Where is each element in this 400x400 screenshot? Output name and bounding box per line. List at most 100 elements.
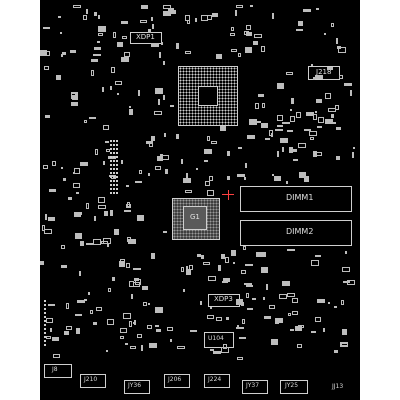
smd-pad: [269, 130, 273, 136]
smd-pad: [212, 13, 218, 17]
smd-pad: [61, 245, 65, 249]
smd-pad: [275, 129, 283, 131]
smd-pad: [341, 300, 344, 305]
smd-pad: [86, 203, 89, 209]
header-pin: [113, 180, 115, 182]
smd-pad: [163, 61, 165, 65]
smd-pad: [163, 5, 171, 9]
smd-pad: [160, 307, 163, 313]
smd-pad: [134, 320, 136, 325]
smd-pad: [311, 260, 319, 266]
smd-pad: [40, 261, 44, 265]
j224-connector[interactable]: [204, 374, 230, 388]
smd-pad: [324, 33, 326, 35]
smd-pad: [337, 46, 341, 49]
smd-pad: [282, 122, 290, 124]
j218-connector[interactable]: [308, 66, 340, 80]
smd-pad: [253, 41, 258, 45]
header-pin: [113, 140, 115, 142]
smd-pad: [353, 147, 355, 149]
smd-pad: [286, 72, 293, 75]
smd-pad: [102, 87, 104, 92]
header-pin: [116, 192, 118, 194]
smd-pad: [263, 297, 265, 300]
jy36-connector[interactable]: [124, 380, 150, 394]
smd-pad: [48, 304, 55, 306]
smd-pad: [73, 5, 81, 8]
j206-connector[interactable]: [164, 374, 190, 388]
smd-pad: [110, 86, 112, 90]
smd-pad: [250, 5, 253, 7]
smd-pad: [291, 98, 294, 104]
g1-chip[interactable]: [172, 198, 220, 240]
smd-pad: [238, 147, 242, 149]
smd-pad: [247, 308, 253, 310]
header-pin: [113, 152, 115, 154]
j8-connector[interactable]: [44, 364, 72, 378]
smd-pad: [290, 109, 292, 111]
dimm1-label: DIMM1: [286, 193, 314, 202]
smd-pad: [43, 27, 50, 29]
header-pin: [44, 320, 46, 322]
header-pin: [110, 160, 112, 162]
smd-pad: [114, 229, 119, 235]
smd-pad: [287, 293, 295, 297]
smd-pad: [210, 307, 212, 309]
smd-pad: [223, 344, 227, 349]
header-pin: [110, 144, 112, 146]
smd-pad: [218, 265, 221, 271]
smd-pad: [98, 15, 100, 19]
smd-pad: [245, 264, 253, 266]
xdp3-label: XDP3: [214, 295, 233, 303]
smd-pad: [167, 327, 173, 331]
smd-pad: [84, 299, 87, 301]
smd-pad: [277, 83, 284, 89]
u104-chip[interactable]: [204, 332, 234, 348]
xdp1-connector[interactable]: [130, 32, 162, 44]
header-pin: [110, 164, 112, 166]
header-pin: [113, 168, 115, 170]
smd-pad: [296, 112, 301, 118]
smd-pad: [264, 252, 266, 257]
header-pin: [110, 168, 112, 170]
dimm1-slot[interactable]: [240, 186, 352, 212]
jy25-connector[interactable]: [280, 380, 308, 394]
smd-pad: [141, 345, 143, 351]
smd-pad: [335, 105, 339, 110]
smd-pad: [315, 255, 321, 257]
smd-pad: [151, 136, 155, 141]
smd-pad: [313, 151, 317, 157]
header-pin: [116, 188, 118, 190]
smd-pad: [187, 20, 190, 24]
smd-pad: [275, 322, 279, 324]
smd-pad: [121, 160, 123, 164]
j206-label: J206: [168, 376, 182, 383]
jy37-connector[interactable]: [242, 380, 268, 394]
smd-pad: [130, 346, 136, 349]
smd-pad: [181, 159, 183, 164]
dimm2-slot[interactable]: [240, 220, 352, 246]
smd-pad: [277, 151, 279, 157]
smd-pad: [196, 168, 198, 170]
smd-pad: [122, 36, 127, 39]
smd-pad: [342, 329, 347, 335]
smd-pad: [64, 331, 69, 335]
smd-pad: [131, 294, 133, 299]
smd-pad: [352, 152, 354, 158]
smd-pad: [134, 278, 139, 281]
smd-pad: [246, 293, 249, 298]
smd-pad: [317, 126, 322, 128]
smd-pad: [237, 174, 245, 177]
smd-pad: [208, 276, 216, 281]
smd-pad: [221, 254, 225, 259]
smd-pad: [204, 149, 212, 154]
smd-pad: [58, 16, 61, 18]
smd-pad: [107, 319, 114, 325]
smd-pad: [185, 190, 192, 193]
smd-pad: [115, 81, 122, 85]
smd-pad: [48, 217, 55, 221]
j210-connector[interactable]: [80, 374, 106, 388]
smd-pad: [107, 243, 109, 247]
header-pin: [110, 188, 112, 190]
header-pin: [110, 156, 112, 158]
